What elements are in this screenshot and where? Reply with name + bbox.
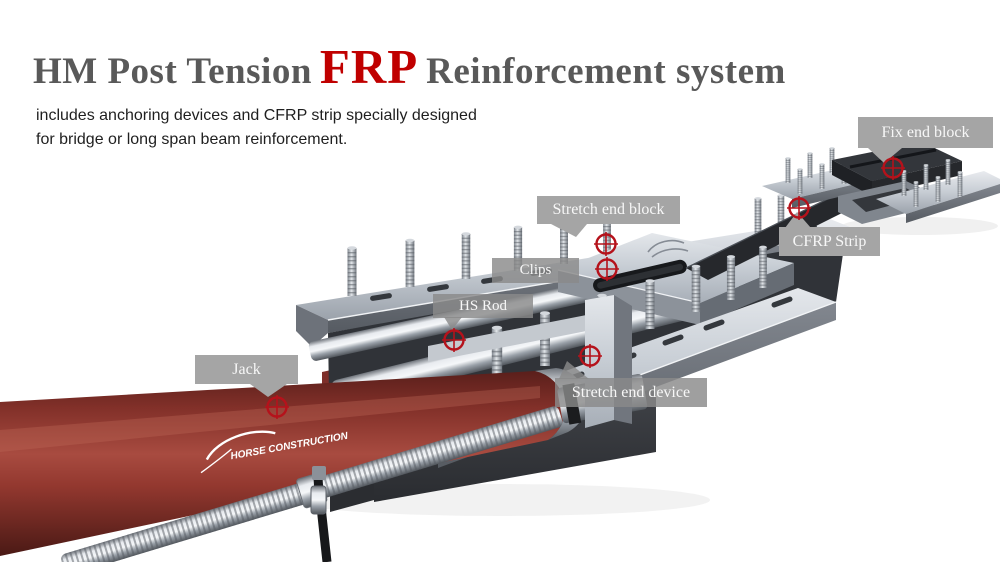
label-fix-end-block: Fix end block: [858, 117, 993, 148]
label-clips: Clips: [492, 258, 579, 283]
marker-stretch-end-block-icon: [593, 231, 619, 257]
subtitle-line-2: for bridge or long span beam reinforceme…: [36, 131, 348, 148]
title-highlight: FRP: [319, 39, 419, 94]
clip-slot: [593, 259, 687, 293]
marker-cfrp-strip-icon: [786, 195, 812, 221]
callout-tails: [250, 148, 902, 397]
title-suffix: Reinforcement system: [426, 51, 786, 92]
marker-clips-icon: [594, 256, 620, 282]
title-prefix: HM Post Tension: [33, 51, 312, 92]
marker-jack-icon: [264, 394, 290, 420]
header: HM Post Tension FRP Reinforcement system: [33, 38, 793, 108]
support-bracket: [428, 295, 632, 428]
subtitle-line-1: includes anchoring devices and CFRP stri…: [36, 107, 477, 124]
marker-stretch-end-device-icon: [577, 343, 603, 369]
label-stretch-end-block: Stretch end block: [537, 196, 680, 224]
label-jack: Jack: [195, 355, 298, 384]
engraved-logo: [647, 239, 689, 258]
marker-fix-end-block-icon: [880, 155, 906, 181]
page-title: HM Post Tension FRP Reinforcement system: [33, 38, 793, 108]
marker-hs-rod-icon: [441, 327, 467, 353]
subtitle: includes anchoring devices and CFRP stri…: [36, 104, 556, 152]
fix-end-block: [762, 142, 1000, 224]
label-hs-rod: HS Rod: [433, 294, 533, 318]
label-stretch-end-device: Stretch end device: [555, 378, 707, 407]
hydraulic-hose: [310, 466, 332, 562]
label-cfrp-strip: CFRP Strip: [779, 227, 880, 256]
